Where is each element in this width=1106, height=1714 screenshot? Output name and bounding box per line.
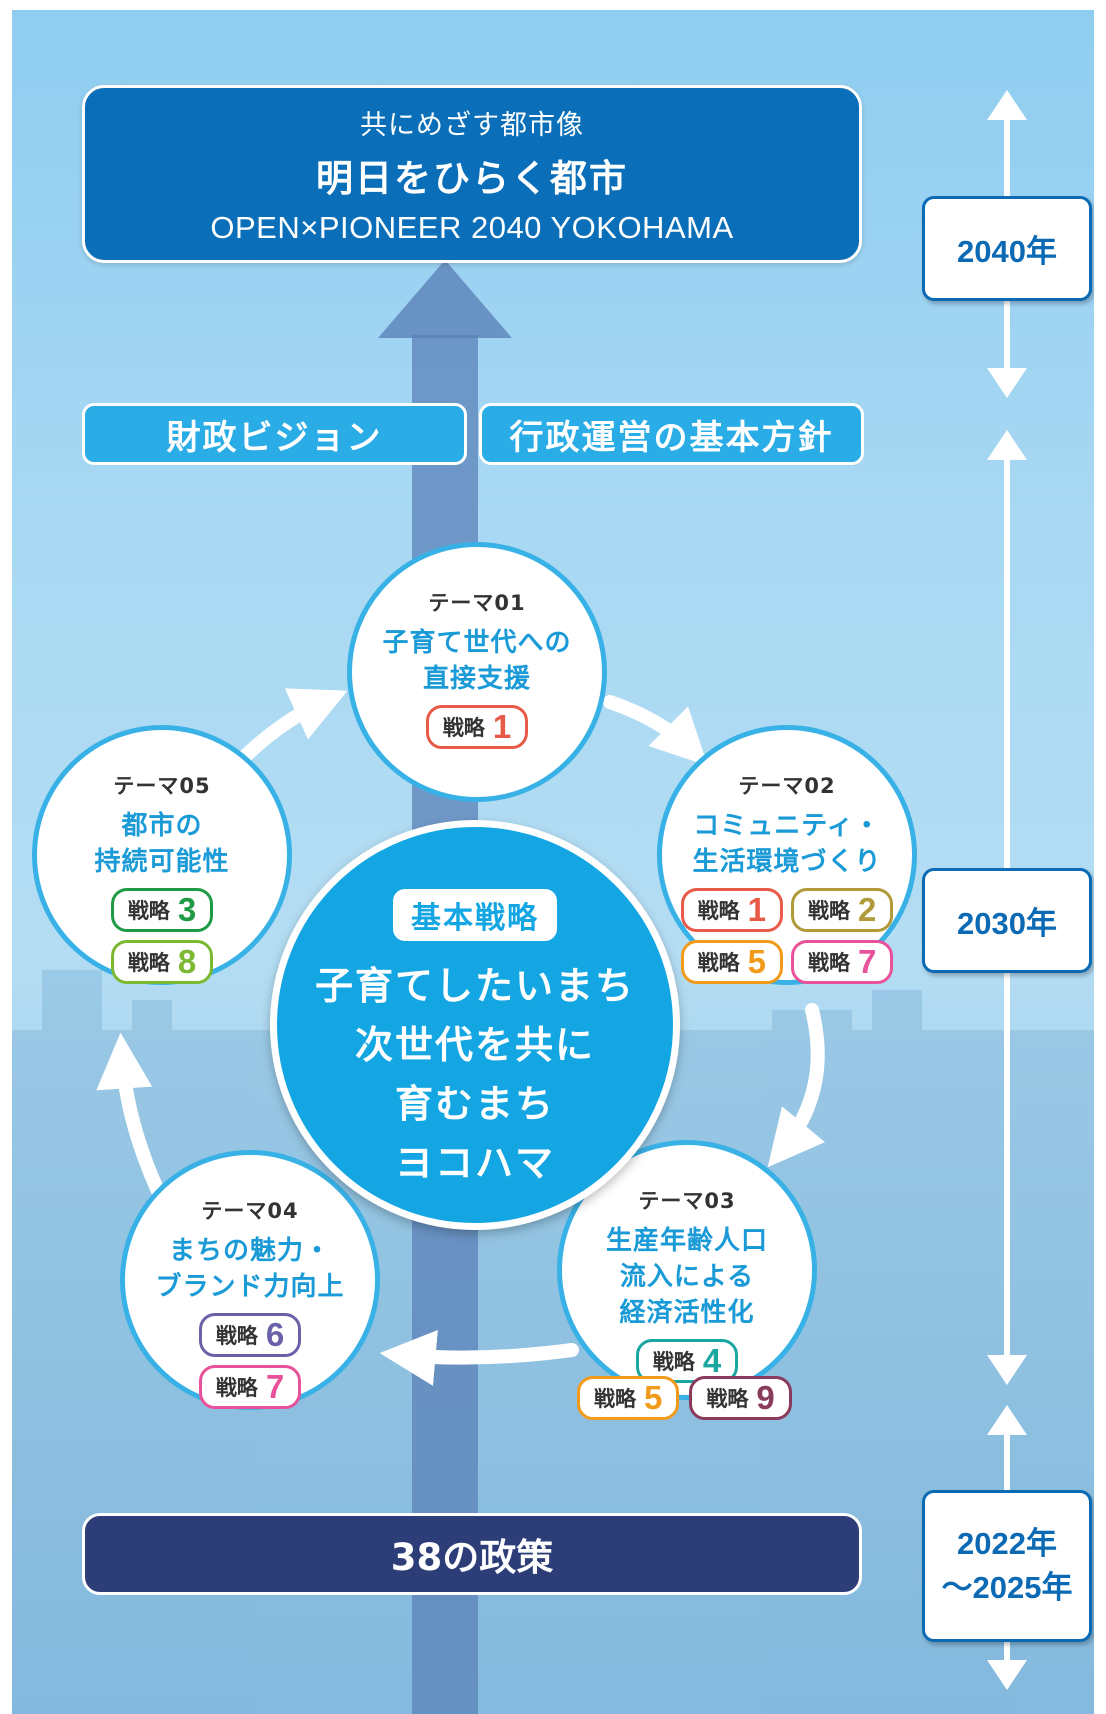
year-2030-box: 2030年 (922, 868, 1092, 973)
center-text-line: 子育てしたいまち (314, 964, 635, 1008)
theme-title-line: まちの魅力・ (168, 1236, 331, 1266)
policies-box: 38の政策 (82, 1513, 862, 1595)
theme-label: テーマ01 (428, 591, 526, 615)
strategy-number: 7 (858, 943, 877, 980)
theme-03-extra-badges: 戦略 5 戦略 9 (577, 1376, 792, 1420)
basic-strategy-circle: 基本戦略 子育てしたいまち 次世代を共に 育むまち ヨコハマ (270, 820, 680, 1230)
year-2040-box: 2040年 (922, 196, 1092, 301)
year-2022-label: 2022年 (957, 1526, 1057, 1561)
theme-01-circle: テーマ01 子育て世代への 直接支援 戦略 1 (347, 542, 607, 802)
theme-title-line: 子育て世代への (382, 628, 572, 658)
center-text-line: 育むまち (394, 1082, 555, 1126)
strategy-label: 戦略 (706, 1387, 749, 1411)
year-2022-2025-box: 2022年 ～2025年 (922, 1490, 1092, 1642)
strategy-badge: 戦略 1 (425, 705, 529, 749)
strategy-label: 戦略 (697, 951, 740, 975)
strategy-label: 戦略 (808, 899, 850, 923)
strategy-badge: 戦略 8 (110, 940, 214, 984)
strategy-number: 2 (858, 891, 877, 928)
strategy-number: 4 (702, 1342, 722, 1379)
strategy-number: 9 (756, 1379, 775, 1416)
theme-title-line: 直接支援 (422, 664, 531, 694)
theme-label: テーマ02 (738, 774, 836, 798)
center-text-line: 次世代を共に (354, 1023, 595, 1067)
strategy-number: 5 (644, 1379, 663, 1416)
strategy-badge: 戦略 3 (110, 888, 214, 932)
strategy-badge: 戦略 5 (577, 1376, 680, 1420)
theme-title-line: 生活環境づくり (692, 847, 882, 877)
strategy-label: 戦略 (215, 1324, 258, 1348)
theme-label: テーマ05 (113, 774, 211, 798)
strategy-badge: 戦略 5 (680, 940, 783, 984)
policies-label: 38の政策 (390, 1536, 554, 1579)
year-2040-label: 2040年 (957, 234, 1057, 269)
theme-04-circle: テーマ04 まちの魅力・ ブランド力向上 戦略 6 戦略 7 (120, 1150, 380, 1410)
city-vision-box: 共にめざす都市像 明日をひらく都市 OPEN×PIONEER 2040 YOKO… (82, 85, 862, 263)
strategy-number: 6 (265, 1316, 285, 1353)
theme-title-line: 流入による (619, 1262, 755, 1292)
theme-02-circle: テーマ02 コミュニティ・ 生活環境づくり 戦略 1 戦略 2 戦略 5 (657, 725, 917, 985)
theme-title-line: 持続可能性 (94, 847, 230, 877)
year-2025-label: ～2025年 (941, 1570, 1073, 1605)
theme-title-line: 経済活性化 (619, 1298, 755, 1328)
theme-label: テーマ04 (201, 1199, 299, 1223)
center-text-line: ヨコハマ (394, 1141, 555, 1185)
strategy-badge: 戦略 7 (791, 940, 894, 984)
vision-label: 共にめざす都市像 (360, 109, 584, 141)
strategy-label: 戦略 (697, 899, 740, 923)
theme-05-circle: テーマ05 都市の 持続可能性 戦略 3 戦略 8 (32, 725, 292, 985)
strategy-badge: 戦略 1 (680, 888, 783, 932)
strategy-label: 戦略 (127, 951, 170, 975)
theme-title-line: 生産年齢人口 (605, 1226, 768, 1256)
strategy-number: 1 (492, 708, 512, 745)
vision-subtitle: OPEN×PIONEER 2040 YOKOHAMA (210, 209, 734, 245)
strategy-label: 戦略 (652, 1350, 695, 1374)
strategy-label: 戦略 (594, 1387, 636, 1411)
strategy-badge: 戦略 4 (635, 1339, 739, 1383)
strategy-badge: 戦略 7 (198, 1365, 302, 1409)
strategy-number: 7 (265, 1368, 285, 1405)
strategy-number: 8 (177, 943, 197, 980)
fiscal-vision-pill: 財政ビジョン (82, 403, 467, 465)
strategy-badge: 戦略 6 (198, 1313, 302, 1357)
strategy-number: 5 (747, 943, 766, 980)
theme-title-line: 都市の (121, 811, 203, 841)
strategy-label: 戦略 (442, 716, 485, 740)
strategy-badge: 戦略 9 (689, 1376, 792, 1420)
strategy-number: 1 (747, 891, 766, 928)
strategy-badge: 戦略 2 (791, 888, 894, 932)
strategy-label: 戦略 (127, 899, 170, 923)
strategy-label: 戦略 (215, 1376, 258, 1400)
theme-label: テーマ03 (638, 1189, 736, 1213)
strategy-label: 戦略 (808, 951, 850, 975)
vision-title: 明日をひらく都市 (316, 156, 628, 200)
theme-title-line: コミュニティ・ (693, 811, 881, 841)
strategy-number: 3 (177, 891, 197, 928)
theme-title-line: ブランド力向上 (155, 1272, 345, 1302)
admin-policy-pill: 行政運営の基本方針 (479, 403, 864, 465)
year-2030-label: 2030年 (957, 906, 1057, 941)
basic-strategy-badge: 基本戦略 (393, 889, 557, 941)
diagram-canvas: 共にめざす都市像 明日をひらく都市 OPEN×PIONEER 2040 YOKO… (12, 10, 1094, 1714)
